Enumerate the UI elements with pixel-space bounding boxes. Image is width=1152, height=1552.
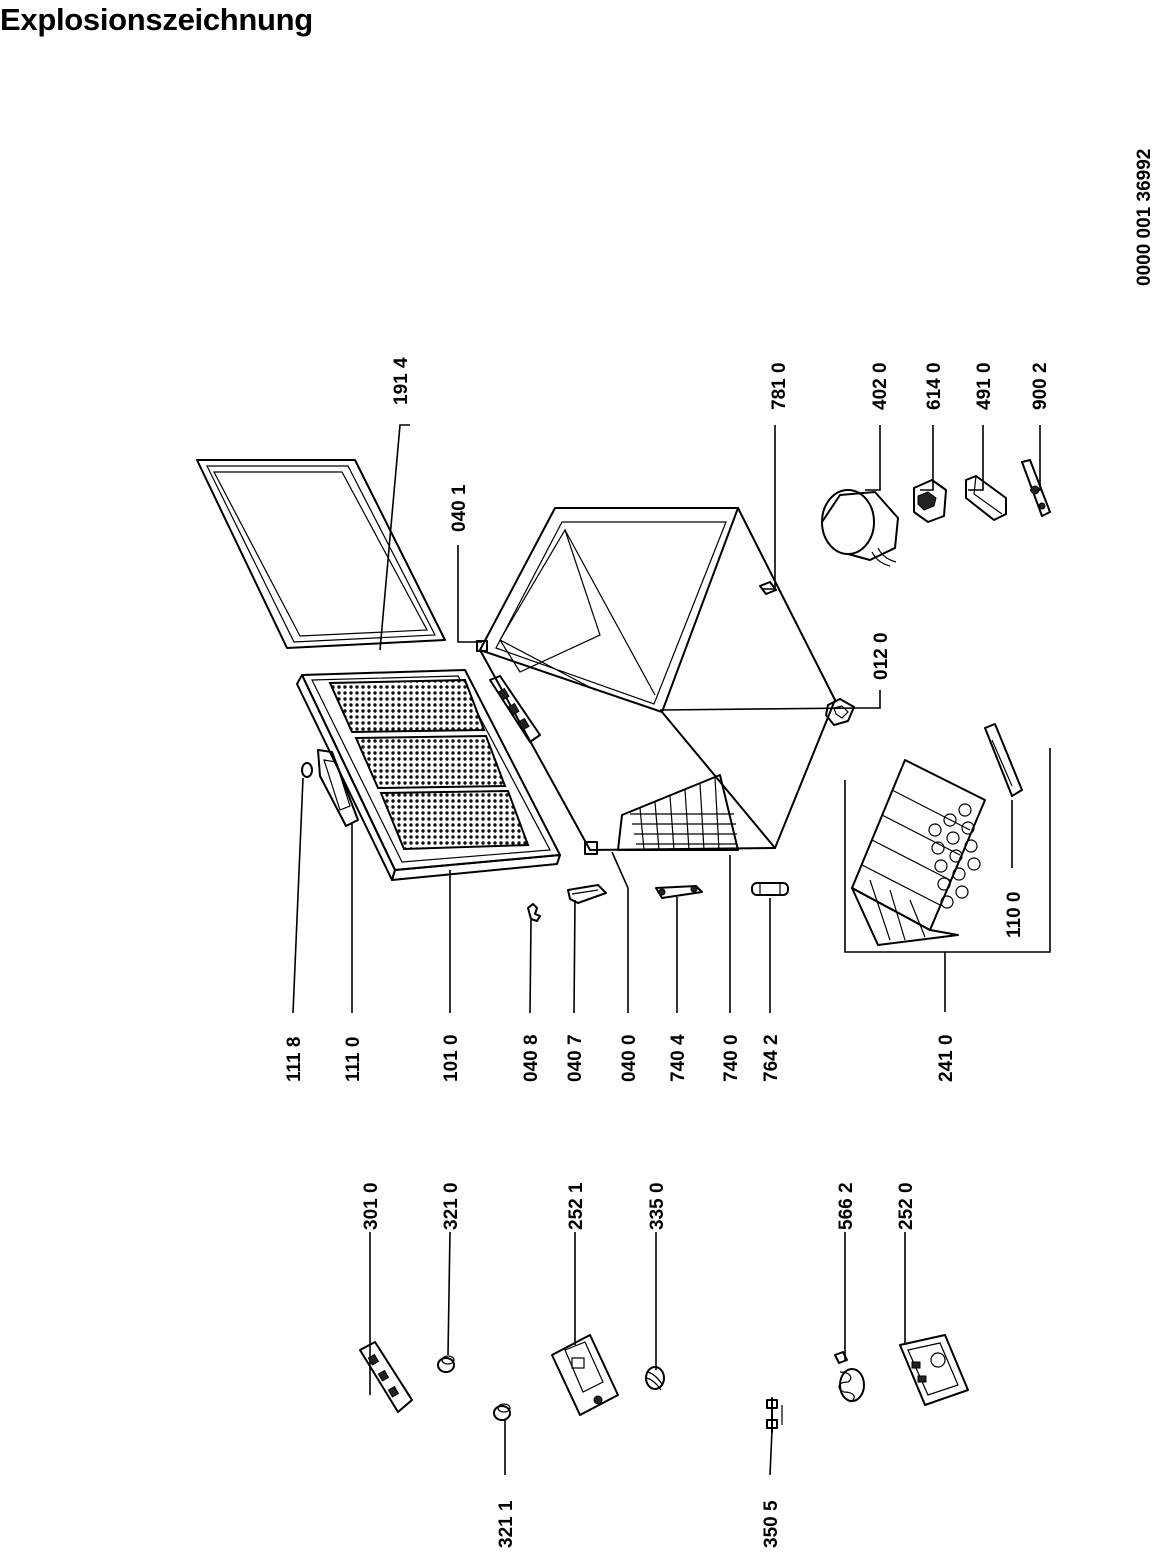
part-label: 040 8	[521, 1034, 542, 1082]
part-label: 191 4	[391, 357, 412, 405]
part-label: 111 0	[343, 1037, 364, 1082]
part-label: 040 1	[449, 484, 470, 532]
divider-drawing	[984, 723, 1023, 797]
condenser-drawing	[584, 774, 739, 855]
gasket-drawing	[196, 459, 446, 649]
cabinet-drawing	[476, 507, 836, 851]
leader-lines	[292, 424, 1051, 1476]
part-label: 252 1	[566, 1182, 587, 1230]
part-label: 781 0	[769, 362, 790, 410]
part-label: 566 2	[836, 1182, 857, 1230]
part-label: 740 0	[721, 1034, 742, 1082]
part-label: 040 7	[565, 1034, 586, 1082]
lid-drawing	[296, 669, 561, 881]
small-parts-drawing	[527, 882, 789, 922]
part-label: 241 0	[936, 1034, 957, 1082]
part-label: 335 0	[647, 1182, 668, 1230]
knob-drawing	[437, 1355, 511, 1421]
part-label: 764 2	[761, 1034, 782, 1082]
compressor-drawing	[821, 459, 1051, 567]
part-label: 614 0	[924, 362, 945, 410]
part-label: 252 0	[896, 1182, 917, 1230]
part-label: 012 0	[871, 632, 892, 680]
handle-drawing	[301, 749, 359, 827]
part-label: 101 0	[441, 1034, 462, 1082]
part-label: 740 4	[668, 1034, 689, 1082]
part-label: 321 1	[496, 1500, 517, 1548]
part-label: 900 2	[1030, 362, 1051, 410]
part-label: 321 0	[441, 1182, 462, 1230]
thermostat-housing-drawing	[899, 1334, 969, 1406]
part-label: 301 0	[361, 1182, 382, 1230]
part-label: 111 8	[284, 1037, 305, 1082]
document-number: 0000 001 36992	[1134, 149, 1152, 286]
part-label: 491 0	[974, 362, 995, 410]
part-label: 040 0	[619, 1034, 640, 1082]
part-label: 110 0	[1004, 892, 1025, 939]
control-panel-drawing	[489, 675, 541, 743]
part-label: 350 5	[761, 1500, 782, 1548]
basket-drawing	[851, 759, 986, 946]
part-labels: 191 4 781 0 402 0 614 0 491 0 900 2 040 …	[284, 357, 1051, 1548]
panel-part-drawing	[359, 1341, 413, 1413]
part-label: 402 0	[870, 362, 891, 410]
foot-drawing	[825, 698, 855, 726]
lamp-drawing	[645, 1366, 665, 1391]
page-title: Explosionszeichnung	[0, 2, 313, 37]
pin-drawing	[766, 1397, 783, 1433]
housing-drawing	[551, 1334, 619, 1416]
thermostat-drawing	[834, 1351, 865, 1403]
